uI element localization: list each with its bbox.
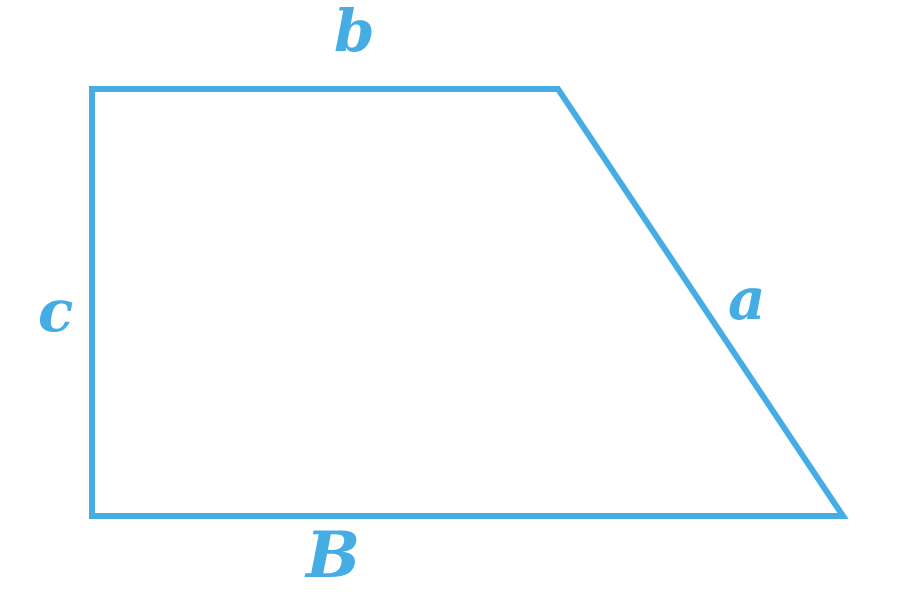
slanted-side-label: a <box>728 265 766 333</box>
top-side-label: b <box>334 0 375 65</box>
bottom-side-label: B <box>306 518 361 593</box>
left-side-label: c <box>38 277 74 345</box>
trapezoid-outline <box>89 86 849 519</box>
